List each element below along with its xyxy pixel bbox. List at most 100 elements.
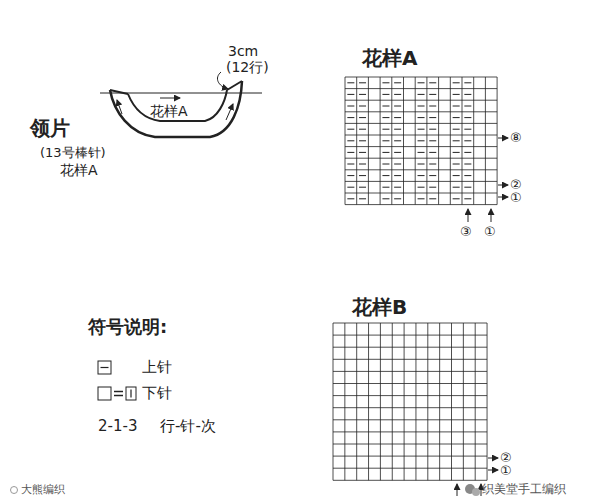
row-arrow (498, 138, 508, 139)
grid-line (333, 468, 487, 469)
purl-mark (464, 187, 471, 188)
purl-mark (359, 117, 366, 118)
purl-mark (382, 94, 389, 95)
grid-line (380, 77, 381, 205)
grid-line (462, 77, 463, 205)
purl-mark (429, 106, 436, 107)
purl-mark (359, 175, 366, 176)
grid-line (345, 158, 497, 159)
grid-line (451, 323, 452, 480)
purl-mark (394, 198, 401, 199)
purl-mark (464, 164, 471, 165)
grid-line (333, 371, 487, 372)
legend-title: 符号说明: (88, 316, 167, 338)
direction-arrow (160, 98, 180, 99)
purl-mark (382, 187, 389, 188)
grid-line (403, 77, 404, 205)
direction-arrow (117, 100, 122, 114)
grid-line (439, 323, 440, 480)
notation-meaning: 行-针-次 (160, 417, 216, 435)
grid-line (345, 100, 497, 101)
grid-line (426, 77, 427, 205)
purl-mark (464, 198, 471, 199)
purl-mark (429, 164, 436, 165)
purl-mark (453, 140, 460, 141)
purl-mark (347, 117, 354, 118)
grid-line (475, 323, 476, 480)
knit-symbol (126, 387, 136, 400)
notation-example: 2-1-3 (98, 417, 137, 435)
chart-title: 花样A (362, 46, 417, 70)
grid-line (333, 323, 334, 480)
purl-mark (429, 198, 436, 199)
purl-mark (394, 164, 401, 165)
part-name: 领片 (30, 116, 70, 140)
grid-line (333, 407, 487, 408)
row-count: (12行) (226, 59, 269, 76)
grid-line (333, 383, 487, 384)
node-label: 花样A (150, 103, 188, 120)
purl-mark (418, 106, 425, 107)
grid-line (345, 77, 497, 78)
pattern-a-grid (345, 77, 497, 205)
row-arrow (498, 197, 508, 198)
purl-mark (453, 164, 460, 165)
watermark: 大熊编织 (21, 483, 65, 496)
row-arrow (488, 470, 498, 471)
purl-mark (382, 82, 389, 83)
grid-line (345, 111, 497, 112)
purl-mark (418, 152, 425, 153)
grid-line (392, 323, 393, 480)
purl-mark (347, 198, 354, 199)
purl-mark (418, 94, 425, 95)
grid-line (415, 77, 416, 205)
purl-mark (394, 129, 401, 130)
purl-mark (464, 82, 471, 83)
purl-mark (347, 175, 354, 176)
needle-size: (13号棒针) (40, 145, 106, 161)
purl-mark (453, 94, 460, 95)
row-number: ① (510, 190, 522, 206)
collar-outline (227, 81, 242, 90)
watermark: 织美堂手工编织 (482, 482, 566, 496)
pattern-b-grid (333, 323, 487, 480)
grid-line (345, 77, 346, 205)
purl-mark (394, 117, 401, 118)
row-number: ⑧ (510, 130, 522, 146)
purl-mark (418, 164, 425, 165)
purl-mark (382, 164, 389, 165)
grid-line (333, 359, 487, 360)
purl-mark (394, 94, 401, 95)
grid-line (356, 77, 357, 205)
grid-line (497, 77, 498, 205)
equals-sign (114, 395, 123, 397)
purl-mark (394, 106, 401, 107)
purl-mark (453, 198, 460, 199)
grid-line (345, 204, 497, 205)
purl-mark (464, 94, 471, 95)
purl-mark (464, 129, 471, 130)
purl-mark (347, 164, 354, 165)
purl-symbol (101, 367, 109, 368)
purl-mark (418, 140, 425, 141)
direction-arrow (226, 104, 233, 120)
row-arrow (488, 458, 498, 459)
purl-symbol (98, 361, 111, 374)
purl-mark (453, 106, 460, 107)
purl-mark (347, 152, 354, 153)
grid-line (487, 323, 488, 480)
purl-mark (382, 117, 389, 118)
purl-mark (382, 175, 389, 176)
grid-line (345, 123, 497, 124)
knit-symbol (98, 387, 111, 400)
grid-line (450, 77, 451, 205)
column-arrow (468, 209, 469, 222)
dimension: 3cm (228, 43, 258, 60)
purl-mark (359, 140, 366, 141)
column-arrow (457, 484, 458, 496)
purl-mark (359, 106, 366, 107)
grid-line (368, 323, 369, 480)
purl-mark (382, 140, 389, 141)
purl-mark (382, 106, 389, 107)
purl-mark (429, 140, 436, 141)
